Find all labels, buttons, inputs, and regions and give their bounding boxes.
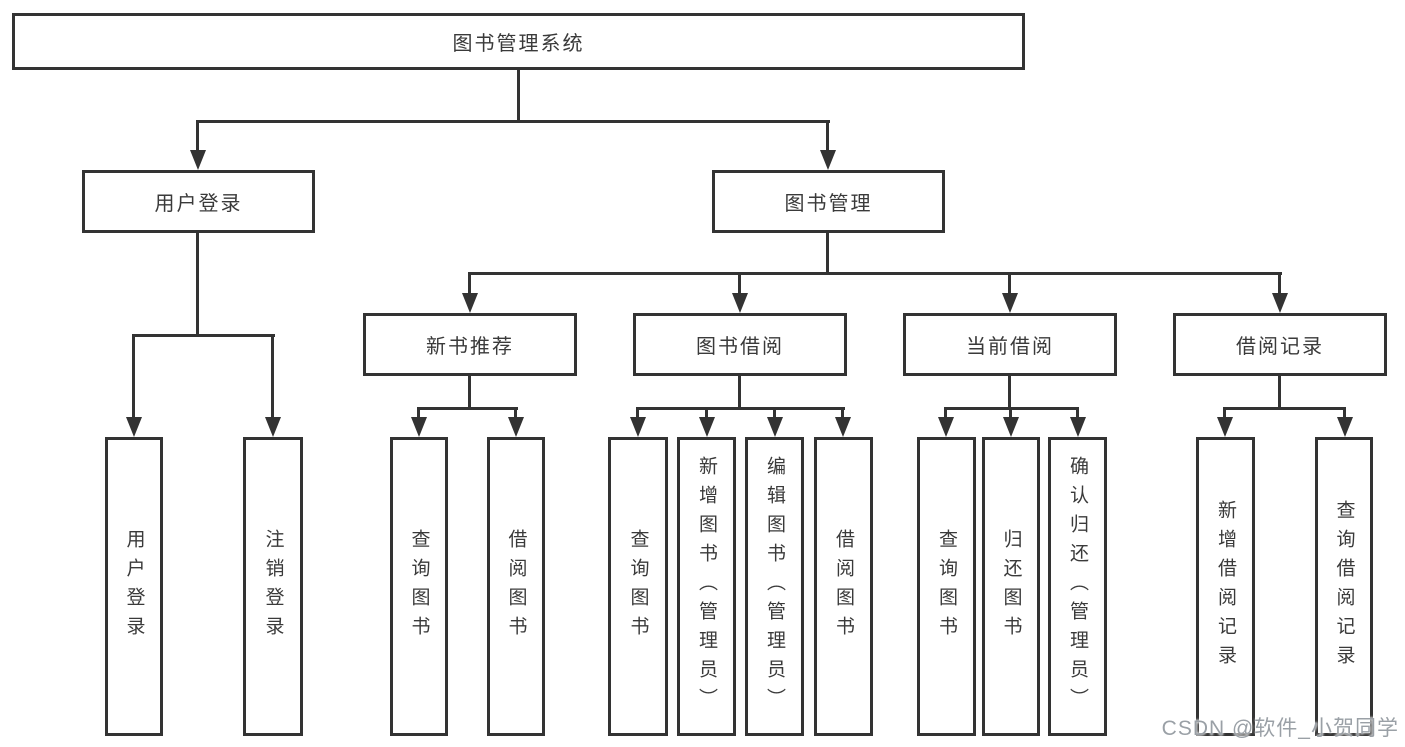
leaf-logout-label: 注销登录 xyxy=(262,528,284,645)
leaf-br-query-record-label: 查询借阅记录 xyxy=(1333,499,1355,674)
connector-vline xyxy=(1223,407,1226,420)
connector-vline xyxy=(738,376,741,410)
leaf-br-add-record: 新增借阅记录 xyxy=(1196,437,1255,736)
connector-vline xyxy=(1008,272,1011,296)
leaf-cb-return-book: 归还图书 xyxy=(982,437,1040,736)
arrow-down-icon xyxy=(508,417,524,437)
node-book-borrow-label: 图书借阅 xyxy=(696,336,784,358)
arrow-down-icon xyxy=(820,150,836,170)
node-user-login: 用户登录 xyxy=(82,170,315,233)
connector-vline xyxy=(944,407,947,420)
leaf-bb-query-book-label: 查询图书 xyxy=(627,528,649,645)
watermark: CSDN @软件_小贺同学 xyxy=(1161,717,1399,740)
arrow-down-icon xyxy=(732,293,748,313)
connector-vline xyxy=(841,407,844,420)
node-current-borrow-label: 当前借阅 xyxy=(966,336,1054,358)
connector-vline xyxy=(1009,407,1012,420)
arrow-down-icon xyxy=(190,150,206,170)
node-borrow-record: 借阅记录 xyxy=(1173,313,1387,376)
connector-vline xyxy=(738,272,741,296)
connector-vline xyxy=(1008,376,1011,410)
connector-hline xyxy=(417,407,518,410)
leaf-cb-query-book: 查询图书 xyxy=(917,437,976,736)
connector-hline xyxy=(636,407,845,410)
connector-vline xyxy=(1343,407,1346,420)
connector-vline xyxy=(1278,376,1281,410)
node-root-label: 图书管理系统 xyxy=(452,33,585,55)
connector-vline xyxy=(517,70,520,123)
arrow-down-icon xyxy=(1070,417,1086,437)
node-book-management-label: 图书管理 xyxy=(784,193,873,215)
arrow-down-icon xyxy=(938,417,954,437)
arrow-down-icon xyxy=(1337,417,1353,437)
connector-vline xyxy=(468,272,471,296)
connector-vline xyxy=(468,376,471,410)
node-book-management: 图书管理 xyxy=(712,170,945,233)
node-root: 图书管理系统 xyxy=(12,13,1025,70)
connector-vline xyxy=(417,407,420,420)
connector-hline xyxy=(196,120,830,123)
connector-hline xyxy=(468,272,1282,275)
arrow-down-icon xyxy=(767,417,783,437)
leaf-cb-query-book-label: 查询图书 xyxy=(936,528,957,645)
leaf-logout: 注销登录 xyxy=(243,437,303,736)
connector-vline xyxy=(826,233,829,275)
arrow-down-icon xyxy=(630,417,646,437)
leaf-bb-borrow-book: 借阅图书 xyxy=(814,437,873,736)
leaf-bb-add-book: 新增图书（管理员） xyxy=(677,437,736,736)
leaf-bb-add-book-label: 新增图书（管理员） xyxy=(696,456,717,717)
leaf-cb-confirm-return: 确认归还（管理员） xyxy=(1048,437,1107,736)
leaf-bb-borrow-book-label: 借阅图书 xyxy=(833,528,854,645)
leaf-bb-query-book: 查询图书 xyxy=(608,437,668,736)
connector-vline xyxy=(1076,407,1079,420)
arrow-down-icon xyxy=(1002,293,1018,313)
node-borrow-record-label: 借阅记录 xyxy=(1236,336,1324,358)
connector-vline xyxy=(1278,272,1281,296)
leaf-cb-return-book-label: 归还图书 xyxy=(1000,528,1022,645)
arrow-down-icon xyxy=(1272,293,1288,313)
leaf-br-query-record: 查询借阅记录 xyxy=(1315,437,1373,736)
connector-vline xyxy=(196,233,199,336)
leaf-user-login: 用户登录 xyxy=(105,437,163,736)
leaf-nbr-borrow-book: 借阅图书 xyxy=(487,437,545,736)
leaf-nbr-borrow-book-label: 借阅图书 xyxy=(505,528,527,645)
arrow-down-icon xyxy=(411,417,427,437)
leaf-bb-edit-book-label: 编辑图书（管理员） xyxy=(764,456,785,717)
connector-vline xyxy=(271,334,274,420)
leaf-cb-confirm-return-label: 确认归还（管理员） xyxy=(1067,456,1088,717)
node-current-borrow: 当前借阅 xyxy=(903,313,1117,376)
leaf-nbr-query-book-label: 查询图书 xyxy=(408,528,430,645)
arrow-down-icon xyxy=(835,417,851,437)
arrow-down-icon xyxy=(1003,417,1019,437)
arrow-down-icon xyxy=(462,293,478,313)
node-new-book-recommend-label: 新书推荐 xyxy=(426,336,514,358)
connector-vline xyxy=(132,334,135,420)
arrow-down-icon xyxy=(699,417,715,437)
node-user-login-label: 用户登录 xyxy=(154,193,243,215)
connector-vline xyxy=(636,407,639,420)
arrow-down-icon xyxy=(1217,417,1233,437)
connector-vline xyxy=(826,120,829,154)
connector-hline xyxy=(132,334,275,337)
connector-vline xyxy=(705,407,708,420)
leaf-user-login-label: 用户登录 xyxy=(123,528,145,645)
leaf-nbr-query-book: 查询图书 xyxy=(390,437,448,736)
connector-vline xyxy=(196,120,199,154)
connector-hline xyxy=(1223,407,1346,410)
arrow-down-icon xyxy=(265,417,281,437)
node-new-book-recommend: 新书推荐 xyxy=(363,313,577,376)
connector-vline xyxy=(773,407,776,420)
connector-vline xyxy=(514,407,517,420)
arrow-down-icon xyxy=(126,417,142,437)
leaf-bb-edit-book: 编辑图书（管理员） xyxy=(745,437,804,736)
node-book-borrow: 图书借阅 xyxy=(633,313,847,376)
leaf-br-add-record-label: 新增借阅记录 xyxy=(1215,499,1236,674)
